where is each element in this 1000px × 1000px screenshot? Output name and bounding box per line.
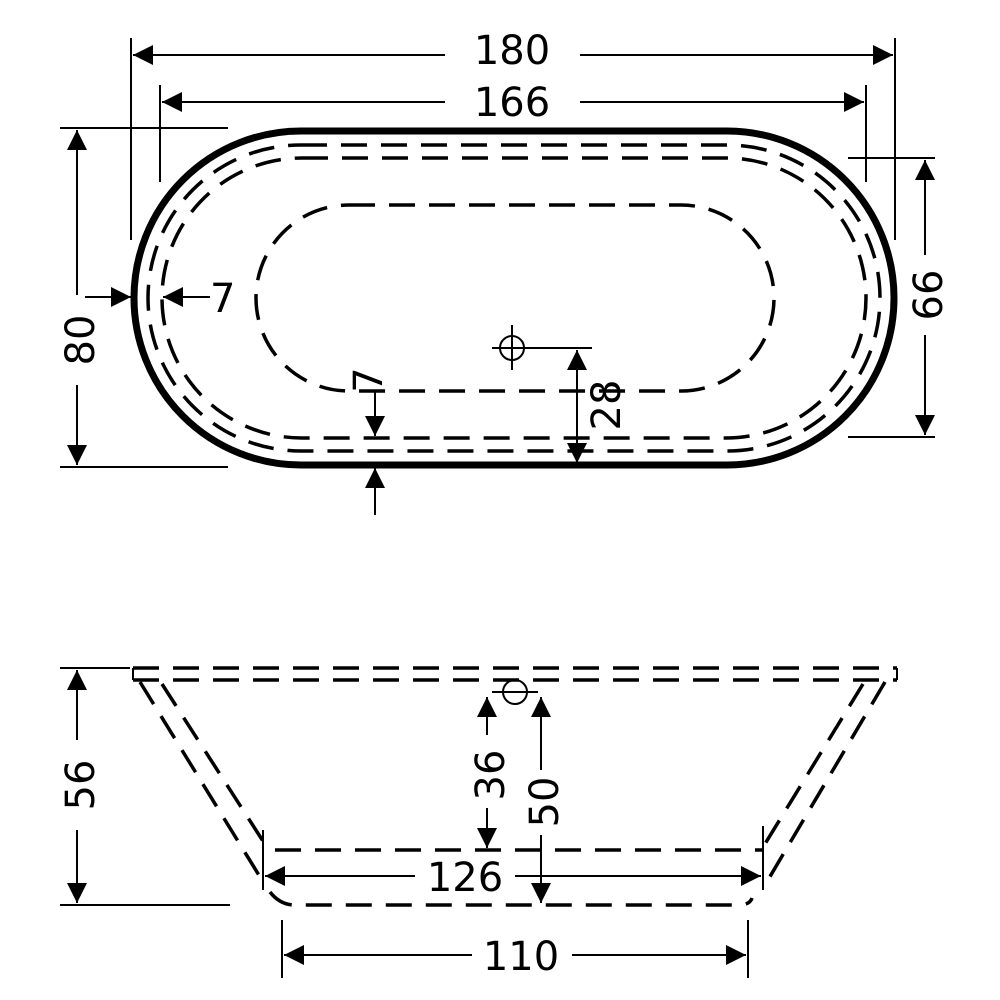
basin-dashed <box>254 203 776 393</box>
dim-110: 110 <box>483 934 559 980</box>
side-left-inner <box>160 683 272 853</box>
dim-56: 56 <box>58 760 104 811</box>
side-view: 56 36 50 126 110 <box>58 666 898 980</box>
tub-outline <box>130 127 898 469</box>
dim-28: 28 <box>584 380 630 431</box>
side-right-outer <box>763 681 887 886</box>
top-view: 180 166 80 66 7 7 28 <box>58 28 952 515</box>
dim-7-side: 7 <box>210 276 235 322</box>
dim-7-front: 7 <box>346 367 392 392</box>
dim-50: 50 <box>522 777 568 828</box>
dim-126: 126 <box>427 855 503 901</box>
dim-66: 66 <box>906 270 952 321</box>
base <box>268 890 754 907</box>
dim-80: 80 <box>58 315 104 366</box>
side-left-outer <box>138 681 267 886</box>
rim-inner-dashed-2 <box>160 156 868 440</box>
rim-inner-dashed-1 <box>146 143 882 453</box>
side-right-inner <box>758 683 865 853</box>
dim-166: 166 <box>474 80 550 126</box>
dim-180: 180 <box>474 28 550 74</box>
dim-36: 36 <box>468 750 514 801</box>
